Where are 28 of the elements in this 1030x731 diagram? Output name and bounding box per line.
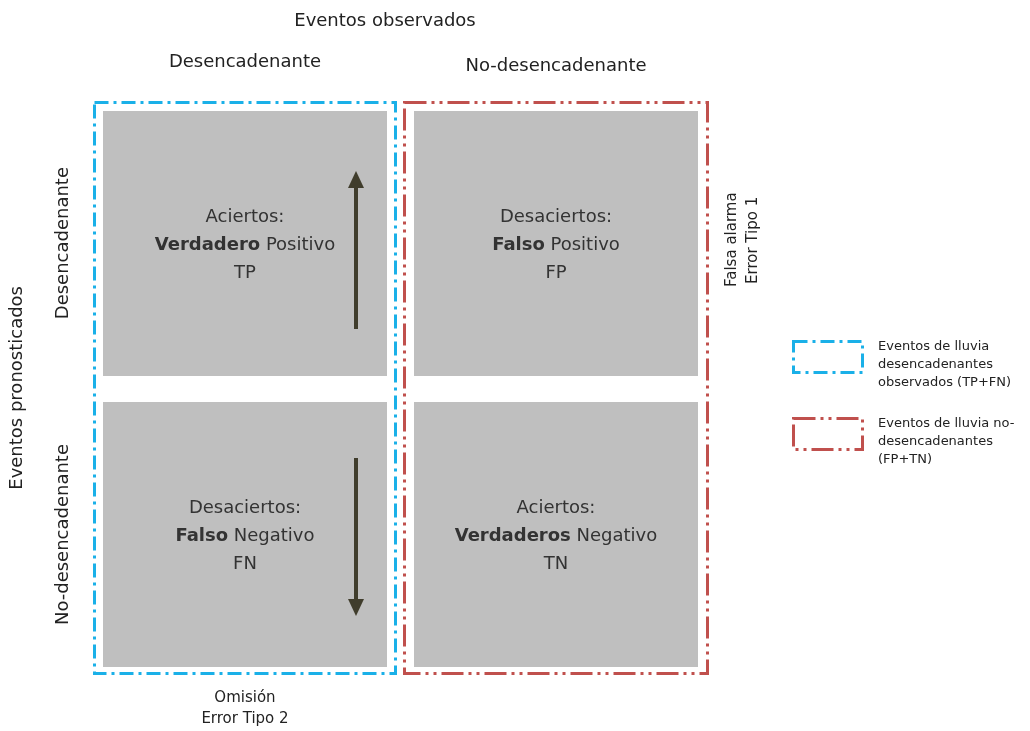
- column-heading: Desencadenante: [168, 49, 322, 73]
- matrix-cell: [414, 111, 698, 376]
- axis-title: Eventos observados: [294, 8, 476, 32]
- cell-heading: Aciertos:: [205, 203, 285, 228]
- dash-dot-frame: [93, 101, 397, 675]
- legend-text: Eventos de lluvia no-desencadenantes (FP+TN): [878, 414, 1016, 468]
- cell-heading: Desaciertos:: [188, 494, 302, 519]
- error-note: Omisión Error Tipo 2: [200, 687, 290, 729]
- column-heading: No-desencadenante: [465, 53, 647, 77]
- cell-code: FN: [233, 550, 257, 575]
- cell-label: Falso Negativo: [175, 522, 315, 547]
- dash-dot-frame: [403, 101, 709, 675]
- row-heading: No-desencadenante: [50, 444, 73, 626]
- cell-code: FP: [545, 259, 567, 284]
- cell-heading: Aciertos:: [516, 494, 596, 519]
- cell-label: Verdadero Positivo: [154, 231, 336, 256]
- cell-label: Falso Positivo: [492, 231, 620, 256]
- matrix-cell: [103, 402, 387, 667]
- matrix-cell: [103, 111, 387, 376]
- row-heading: Desencadenante: [50, 166, 73, 320]
- cell-heading: Desaciertos:: [499, 203, 613, 228]
- cell-label: Verdaderos Negativo: [454, 522, 658, 547]
- cell-code: TP: [234, 259, 256, 284]
- axis-title: Eventos pronosticados: [4, 286, 27, 490]
- error-note: Falsa alarma Error Tipo 1: [721, 191, 762, 290]
- cell-code: TN: [543, 550, 569, 575]
- legend-text: Eventos de lluvia desencadenantes observados (TP+FN): [878, 337, 1013, 391]
- matrix-cell: [414, 402, 698, 667]
